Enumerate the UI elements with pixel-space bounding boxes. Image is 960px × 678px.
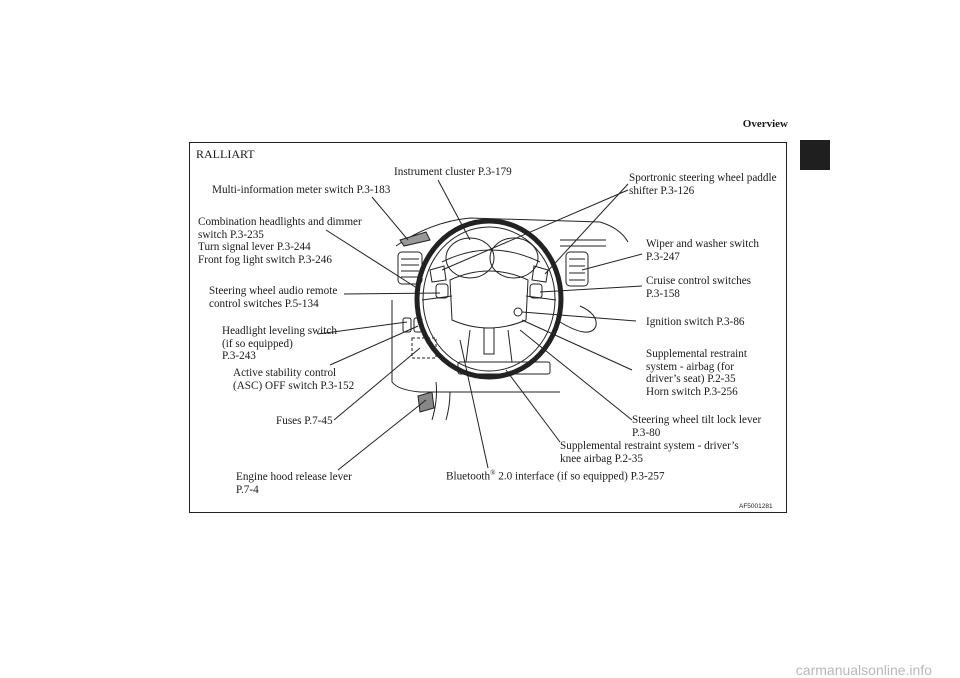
label-fuses: Fuses P.7-45 bbox=[276, 415, 333, 427]
section-tab bbox=[800, 140, 830, 170]
multi-info-switch bbox=[399, 231, 431, 247]
label-instrument-cluster: Instrument cluster P.3-179 bbox=[394, 166, 512, 178]
label-line: P.3-80 bbox=[632, 426, 661, 439]
label-line: Engine hood release lever bbox=[236, 471, 352, 483]
label-turn-signal: Turn signal lever P.3-244 bbox=[198, 241, 311, 253]
label-line: driver’s seat) P.2-35 bbox=[646, 373, 736, 385]
steering-wheel-rim bbox=[414, 218, 564, 380]
paddle-shifter-left bbox=[429, 265, 447, 283]
label-multi-info-switch: Multi-information meter switch P.3-183 bbox=[212, 184, 391, 196]
label-front-fog: Front fog light switch P.3-246 bbox=[198, 253, 332, 266]
page-title: Overview bbox=[742, 118, 788, 130]
label-line: P.3-158 bbox=[646, 287, 680, 300]
registered-mark: ® bbox=[490, 469, 496, 477]
fuse-box bbox=[411, 337, 437, 359]
label-line: Headlight leveling switch bbox=[222, 325, 337, 337]
label-bluetooth: Bluetooth® 2.0 interface (if so equipped… bbox=[446, 467, 664, 483]
label-line: Combination headlights and dimmer bbox=[198, 216, 362, 228]
label-hood-release: Engine hood release lever P.7-4 bbox=[236, 471, 352, 496]
label-headlight-leveling: Headlight leveling switch (if so equippe… bbox=[222, 325, 337, 363]
label-line: (ASC) OFF switch P.3-152 bbox=[233, 379, 355, 392]
label-tilt-lock: Steering wheel tilt lock lever P.3-80 bbox=[632, 414, 761, 439]
label-horn-switch: Horn switch P.3-256 bbox=[646, 385, 738, 398]
instrument-cluster-gauge-right bbox=[489, 237, 539, 279]
label-line: P.3-247 bbox=[646, 250, 680, 263]
steering-wheel-hub bbox=[449, 270, 529, 329]
label-line: knee airbag P.2-35 bbox=[560, 452, 643, 465]
label-line: control switches P.5-134 bbox=[209, 297, 319, 310]
label-line: Wiper and washer switch bbox=[646, 238, 759, 250]
footer-watermark: carmanualsonline.info bbox=[795, 662, 932, 678]
label-line: (if so equipped) bbox=[222, 337, 293, 350]
label-line: Steering wheel tilt lock lever bbox=[632, 414, 762, 426]
knee-airbag-panel bbox=[457, 361, 551, 375]
leader-lines bbox=[317, 179, 643, 471]
hood-release-lever bbox=[417, 391, 435, 413]
dashboard-panel-edge bbox=[391, 300, 560, 393]
label-line: P.3-243 bbox=[222, 350, 256, 362]
ignition-switch bbox=[513, 307, 523, 317]
label-ignition-switch: Ignition switch P.3-86 bbox=[646, 316, 745, 328]
label-line: Supplemental restraint system - driver’s bbox=[560, 440, 739, 452]
right-air-vent bbox=[565, 251, 589, 287]
label-line: Active stability control bbox=[233, 367, 337, 379]
label-line: Steering wheel audio remote bbox=[209, 285, 338, 297]
figure-frame bbox=[189, 142, 787, 513]
label-part: 2.0 interface (if so equipped) P.3-257 bbox=[495, 470, 665, 483]
audio-remote-switches bbox=[435, 283, 449, 299]
dashboard-lower-edge bbox=[559, 305, 597, 333]
label-line: Cruise control switches bbox=[646, 275, 752, 287]
label-line: shifter P.3-126 bbox=[629, 184, 695, 197]
label-line: Supplemental restraint bbox=[646, 348, 747, 360]
label-asc-off-switch: Active stability control (ASC) OFF switc… bbox=[233, 367, 354, 392]
label-part: Bluetooth bbox=[446, 470, 491, 483]
steering-column bbox=[483, 327, 495, 355]
paddle-shifter-right bbox=[531, 265, 549, 283]
label-combination-headlights: Combination headlights and dimmer switch… bbox=[198, 216, 362, 266]
asc-off-switch bbox=[413, 317, 423, 333]
label-wiper-washer: Wiper and washer switch P.3-247 bbox=[646, 238, 759, 263]
label-srs-airbag: Supplemental restraint system - airbag (… bbox=[646, 348, 747, 398]
label-audio-remote: Steering wheel audio remote control swit… bbox=[209, 285, 337, 310]
label-line: P.7-4 bbox=[236, 483, 259, 496]
label-cruise-control: Cruise control switches P.3-158 bbox=[646, 275, 751, 300]
figure-variant-label: RALLIART bbox=[196, 147, 255, 161]
label-knee-airbag: Supplemental restraint system - driver’s… bbox=[560, 440, 739, 465]
label-sportronic-paddle: Sportronic steering wheel paddle shifter… bbox=[629, 172, 777, 197]
instrument-cluster-gauge-left bbox=[445, 237, 495, 279]
label-line: switch P.3-235 bbox=[198, 228, 264, 241]
label-line: Sportronic steering wheel paddle bbox=[629, 172, 777, 184]
cruise-control-buttons bbox=[529, 283, 543, 299]
figure-code: AF5001281 bbox=[739, 503, 773, 510]
headlight-leveling-switch bbox=[402, 317, 412, 333]
label-line: system - airbag (for bbox=[646, 360, 734, 373]
dashboard-contour bbox=[395, 217, 629, 247]
